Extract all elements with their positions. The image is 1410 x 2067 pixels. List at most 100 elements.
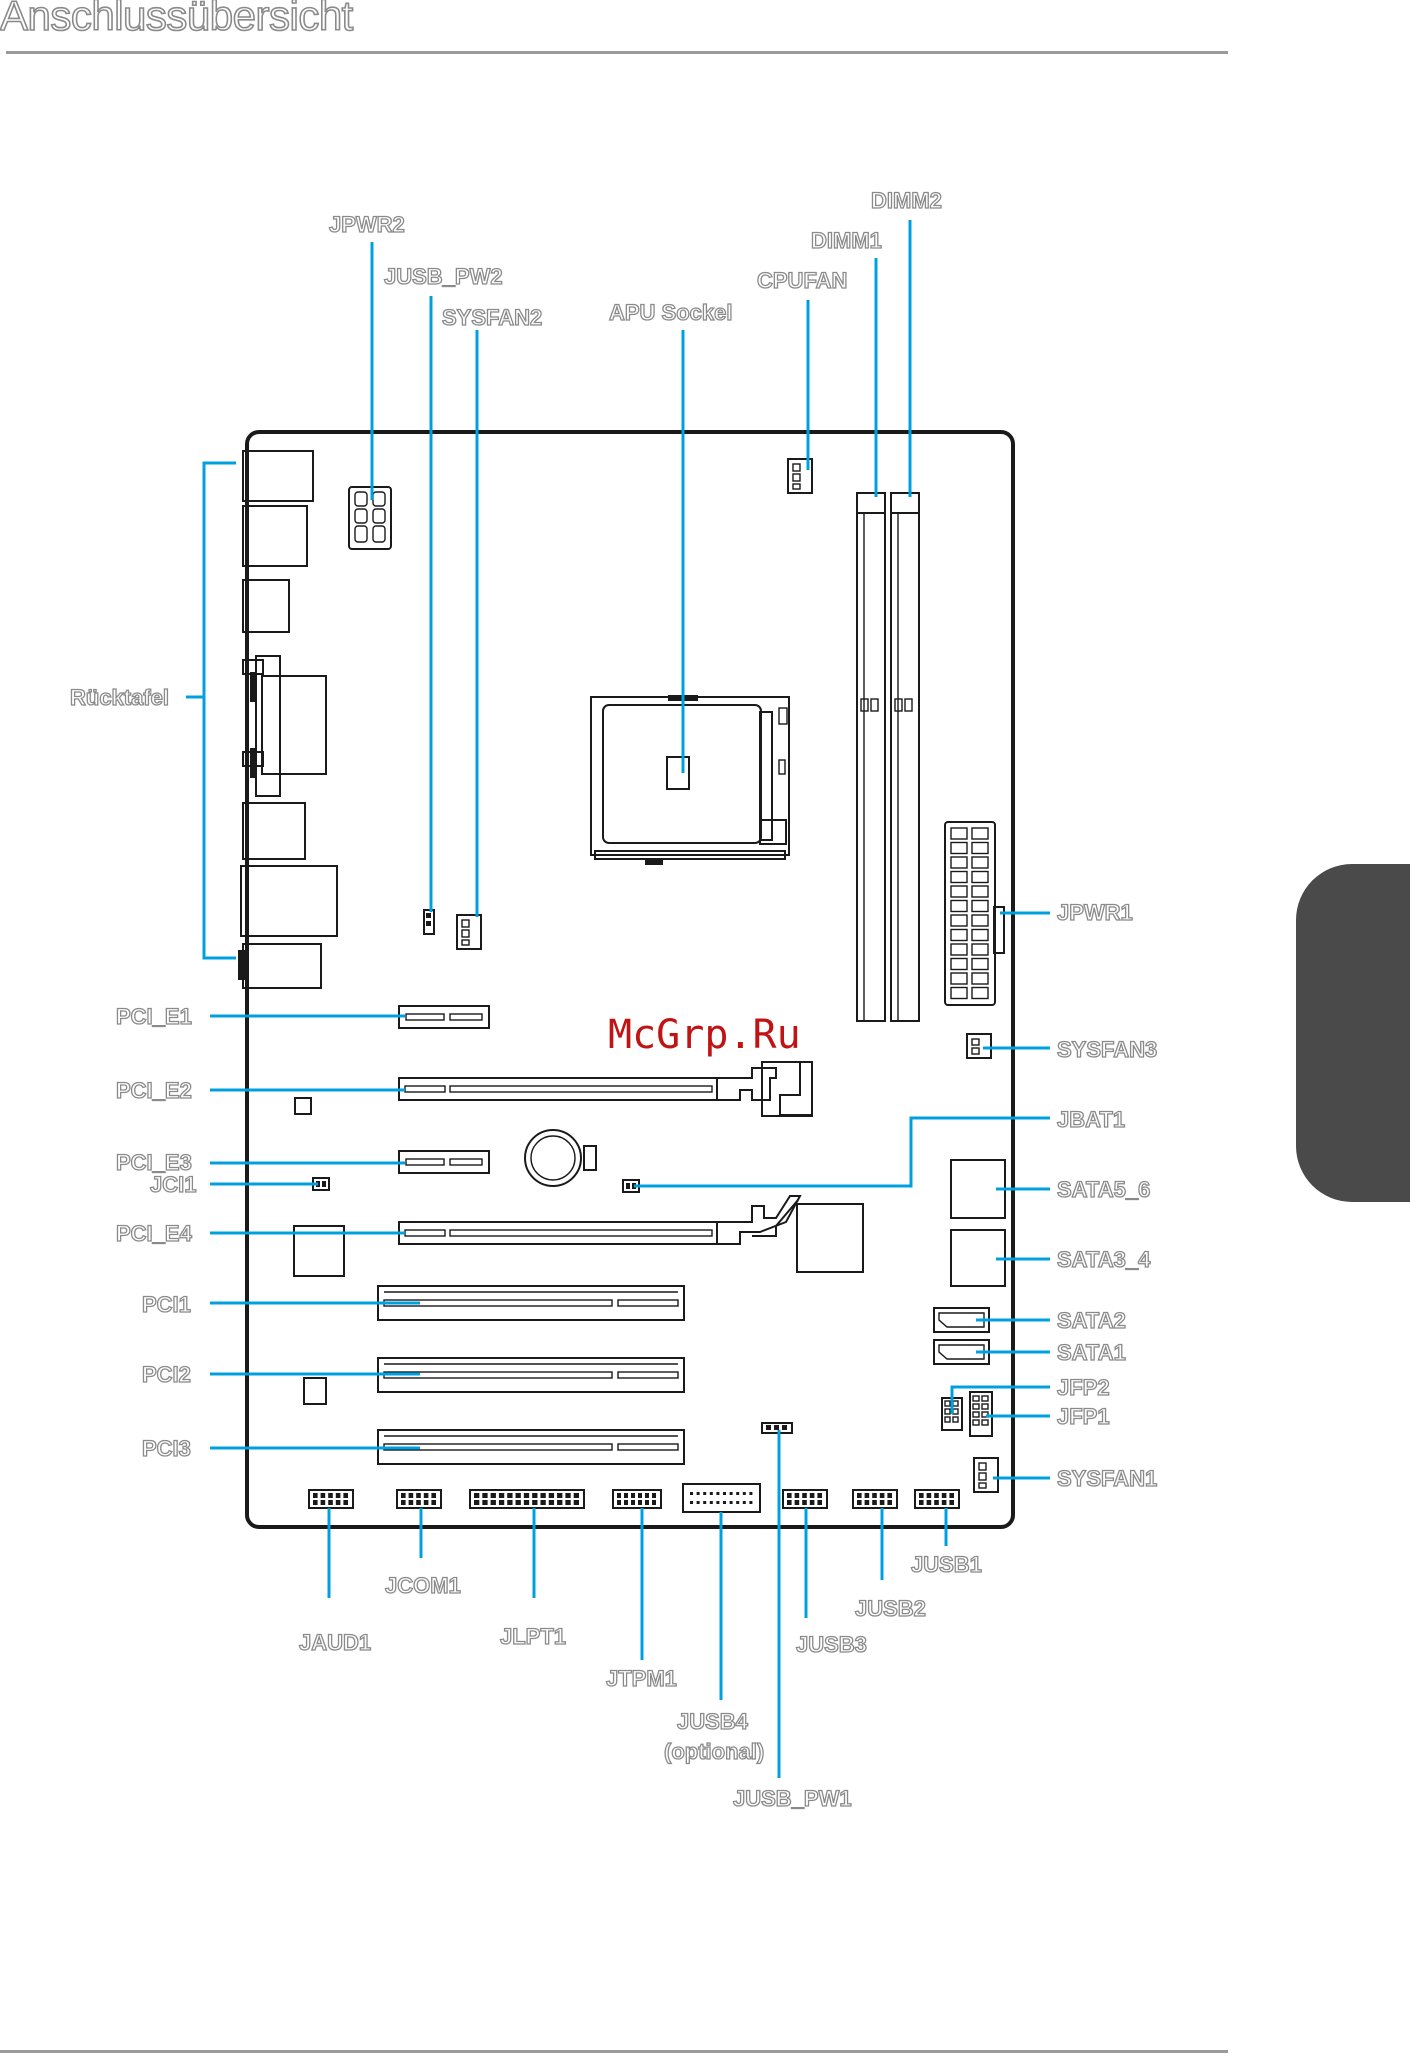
pci-e3-slot [399, 1151, 489, 1173]
leader-rear-panel-bracket [204, 463, 236, 958]
header-pin [802, 1493, 807, 1498]
header-pin [703, 1492, 706, 1495]
header-pin [749, 1492, 752, 1495]
header-pin [336, 1500, 341, 1505]
label-cpufan: CPUFAN [757, 268, 847, 293]
jusb4-header [683, 1484, 760, 1512]
label-jusb3: JUSB3 [796, 1632, 867, 1657]
header-pin [474, 1500, 479, 1505]
jfp1-header [970, 1392, 992, 1436]
header-pin [703, 1501, 706, 1504]
jpwr1-pin [972, 886, 988, 897]
jpwr1-pin [951, 843, 967, 854]
label-dimm2: DIMM2 [871, 188, 942, 213]
chip-small-2 [304, 1378, 326, 1404]
label-sata2: SATA2 [1057, 1308, 1126, 1333]
pci-e2-slot [399, 1062, 812, 1116]
jpwr1-pin [951, 828, 967, 839]
jusb1-header [915, 1490, 959, 1508]
jpwr1-pin [972, 915, 988, 926]
jpwr1-pin [972, 930, 988, 941]
jaud1-header [309, 1490, 353, 1508]
dimm1-slot [857, 493, 885, 1021]
rear-panel [238, 451, 337, 988]
header-pin [723, 1501, 726, 1504]
header-pin [491, 1493, 496, 1498]
label-pci-e4: PCI_E4 [116, 1221, 193, 1246]
header-pin [557, 1493, 562, 1498]
header-pin [927, 1500, 932, 1505]
header-pin [532, 1500, 537, 1505]
header-pin [817, 1493, 822, 1498]
label-sysfan1: SYSFAN1 [1057, 1466, 1157, 1491]
label-jpwr2: JPWR2 [329, 212, 405, 237]
header-pin [491, 1500, 496, 1505]
label-sysfan3: SYSFAN3 [1057, 1037, 1157, 1062]
header-pin [795, 1500, 800, 1505]
header-pin [697, 1492, 700, 1495]
jpwr1-pin [951, 959, 967, 970]
header-pin [710, 1501, 713, 1504]
jpwr1-pin [972, 872, 988, 883]
header-pin [328, 1493, 333, 1498]
header-pin [624, 1500, 628, 1505]
header-pin [474, 1493, 479, 1498]
header-pin [638, 1493, 642, 1498]
header-pin [482, 1493, 487, 1498]
battery [525, 1130, 596, 1186]
header-pin [810, 1493, 815, 1498]
label-jusb-pw2: JUSB_PW2 [384, 264, 503, 289]
header-pin [942, 1493, 947, 1498]
header-pin [431, 1493, 436, 1498]
label-jusb4-optional: (optional) [664, 1739, 764, 1764]
header-pin [532, 1493, 537, 1498]
jpwr1-pin [951, 944, 967, 955]
leader-lines [186, 220, 1050, 1778]
leader-jbat1 [634, 1118, 1050, 1186]
jpwr1-pin [972, 944, 988, 955]
dimm2-slot [891, 493, 919, 1021]
header-pin [416, 1493, 421, 1498]
header-pin [524, 1500, 529, 1505]
header-pin [343, 1500, 348, 1505]
header-pin [540, 1500, 545, 1505]
pci-e1-slot [399, 1006, 489, 1028]
header-pin [482, 1500, 487, 1505]
label-pci-e2: PCI_E2 [116, 1078, 192, 1103]
header-pin [880, 1500, 885, 1505]
header-pin [549, 1500, 554, 1505]
jusb-pw2-header [424, 910, 434, 934]
header-pin [934, 1493, 939, 1498]
label-apu-socket: APU Sockel [609, 300, 733, 325]
leader-jfp2 [952, 1387, 1050, 1414]
jpwr1-pin [972, 988, 988, 999]
jpwr1-pin [972, 901, 988, 912]
label-sata3-4: SATA3_4 [1057, 1247, 1151, 1272]
header-pin [919, 1500, 924, 1505]
header-pin [343, 1493, 348, 1498]
header-pin [424, 1493, 429, 1498]
label-pci2: PCI2 [142, 1362, 191, 1387]
label-jpwr1: JPWR1 [1057, 900, 1133, 925]
header-pin [409, 1493, 414, 1498]
header-pin [313, 1493, 318, 1498]
header-pin [802, 1500, 807, 1505]
header-pin [645, 1493, 649, 1498]
header-pin [557, 1500, 562, 1505]
header-pin [872, 1493, 877, 1498]
header-pin [690, 1501, 693, 1504]
label-jfp2: JFP2 [1057, 1375, 1110, 1400]
header-pin [617, 1500, 621, 1505]
jpwr1-pin [951, 886, 967, 897]
header-pin [865, 1493, 870, 1498]
header-pin [409, 1500, 414, 1505]
header-pin [652, 1500, 656, 1505]
header-pin [516, 1500, 521, 1505]
pci2-slot [378, 1358, 684, 1392]
header-pin [549, 1493, 554, 1498]
label-jaud1: JAUD1 [299, 1630, 371, 1655]
pci3-slot [378, 1430, 684, 1464]
header-pin [565, 1493, 570, 1498]
header-pin [872, 1500, 877, 1505]
header-pin [716, 1492, 719, 1495]
